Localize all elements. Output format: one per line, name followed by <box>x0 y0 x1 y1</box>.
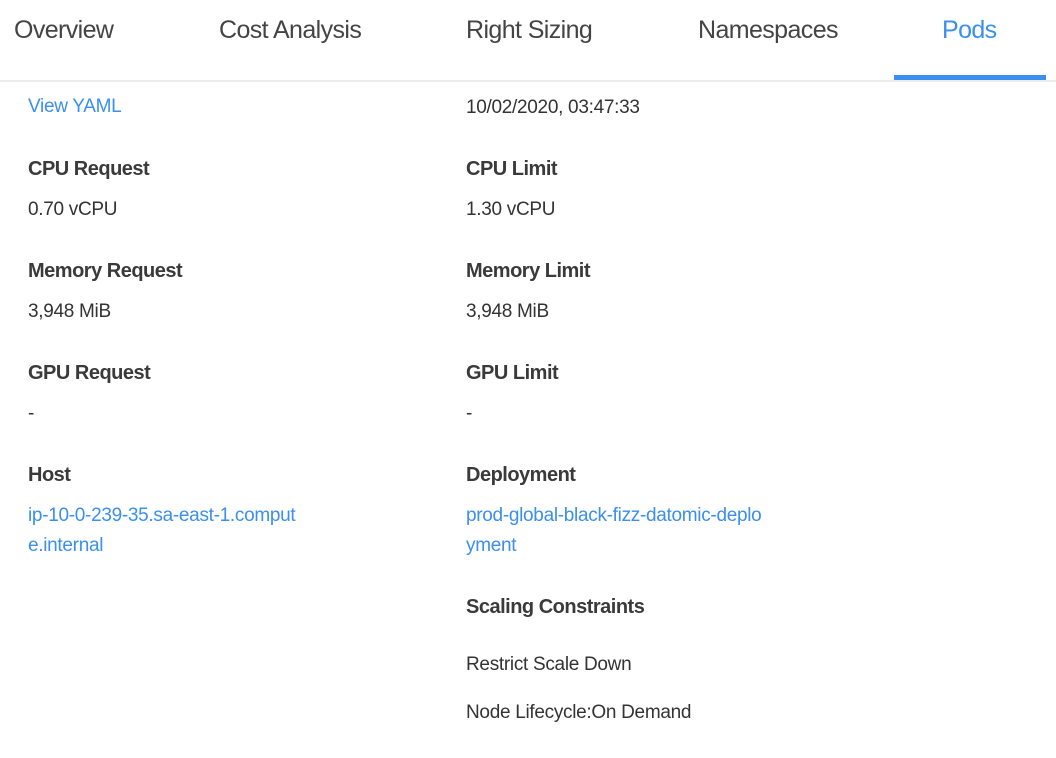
host-link-line2[interactable]: e.internal <box>28 535 104 556</box>
scaling-constraint-item: Node Lifecycle:On Demand <box>466 702 692 723</box>
view-yaml-link[interactable]: View YAML <box>28 96 122 117</box>
tab-bar: Overview Cost Analysis Right Sizing Name… <box>0 0 1056 82</box>
tab-overview[interactable]: Overview <box>14 16 114 44</box>
tab-pods[interactable]: Pods <box>942 16 997 44</box>
gpu-limit-label: GPU Limit <box>466 362 559 384</box>
memory-request-label: Memory Request <box>28 260 183 282</box>
memory-limit-value: 3,948 MiB <box>466 301 549 322</box>
tab-right-sizing[interactable]: Right Sizing <box>466 16 593 44</box>
memory-request-value: 3,948 MiB <box>28 301 111 322</box>
deployment-link-line2[interactable]: yment <box>466 535 517 556</box>
gpu-request-value: - <box>28 403 35 424</box>
cpu-limit-value: 1.30 vCPU <box>466 199 556 220</box>
timestamp: 10/02/2020, 03:47:33 <box>466 97 640 118</box>
memory-limit-label: Memory Limit <box>466 260 591 282</box>
tab-cost-analysis[interactable]: Cost Analysis <box>219 16 362 44</box>
cpu-limit-label: CPU Limit <box>466 158 558 180</box>
host-label: Host <box>28 464 71 486</box>
host-link-line1[interactable]: ip-10-0-239-35.sa-east-1.comput <box>28 505 296 526</box>
active-tab-indicator <box>894 75 1046 80</box>
deployment-label: Deployment <box>466 464 576 486</box>
gpu-request-label: GPU Request <box>28 362 151 384</box>
tab-namespaces[interactable]: Namespaces <box>698 16 839 44</box>
scaling-constraints-label: Scaling Constraints <box>466 596 645 618</box>
scaling-constraint-item: Restrict Scale Down <box>466 654 632 675</box>
deployment-link-line1[interactable]: prod-global-black-fizz-datomic-deplo <box>466 505 762 526</box>
gpu-limit-value: - <box>466 403 473 424</box>
cpu-request-label: CPU Request <box>28 158 150 180</box>
cpu-request-value: 0.70 vCPU <box>28 199 118 220</box>
